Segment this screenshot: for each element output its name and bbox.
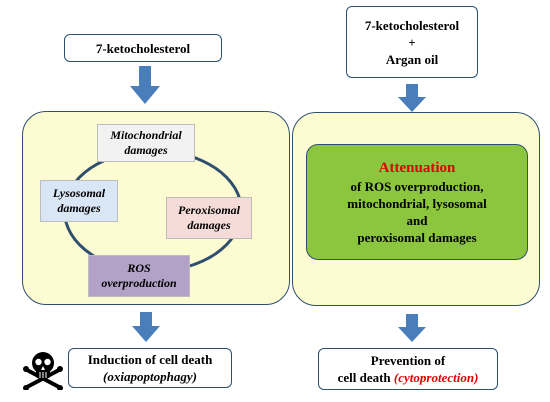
left-bottom-arrow (132, 312, 160, 342)
left-bottom-box: Induction of cell death (oxiapoptophagy) (68, 348, 232, 388)
ros-overproduction-label: ROS overproduction (88, 255, 190, 297)
right-bottom-box: Prevention of cell death (cytoprotection… (318, 348, 498, 390)
right-bottom-arrow (398, 314, 426, 342)
cell-death-label: Induction of cell death (87, 352, 213, 367)
attenuation-box: Attenuation of ROS overproduction, mitoc… (306, 144, 528, 260)
skull-crossbones-icon (22, 350, 64, 395)
mitochondrial-damages-label: Mitochondrial damages (97, 124, 195, 162)
lysosomal-damages-label: Lysosomal damages (40, 180, 118, 222)
attenuation-title: Attenuation (378, 160, 456, 176)
peroxisomal-damages-label: Peroxisomal damages (166, 197, 252, 239)
left-top-box: 7-ketocholesterol (64, 34, 222, 62)
right-top-arrow (398, 84, 426, 112)
right-top-box: 7-ketocholesterol + Argan oil (346, 6, 478, 78)
cytoprotection-label: (cytoprotection) (393, 370, 479, 385)
prevention-label: Prevention of (370, 353, 446, 368)
cytoprotection-line: cell death (cytoprotection) (337, 370, 479, 385)
oxiapoptophagy-label: (oxiapoptophagy) (103, 369, 197, 384)
left-top-arrow (130, 66, 160, 104)
left-top-label: 7-ketocholesterol (95, 40, 191, 56)
